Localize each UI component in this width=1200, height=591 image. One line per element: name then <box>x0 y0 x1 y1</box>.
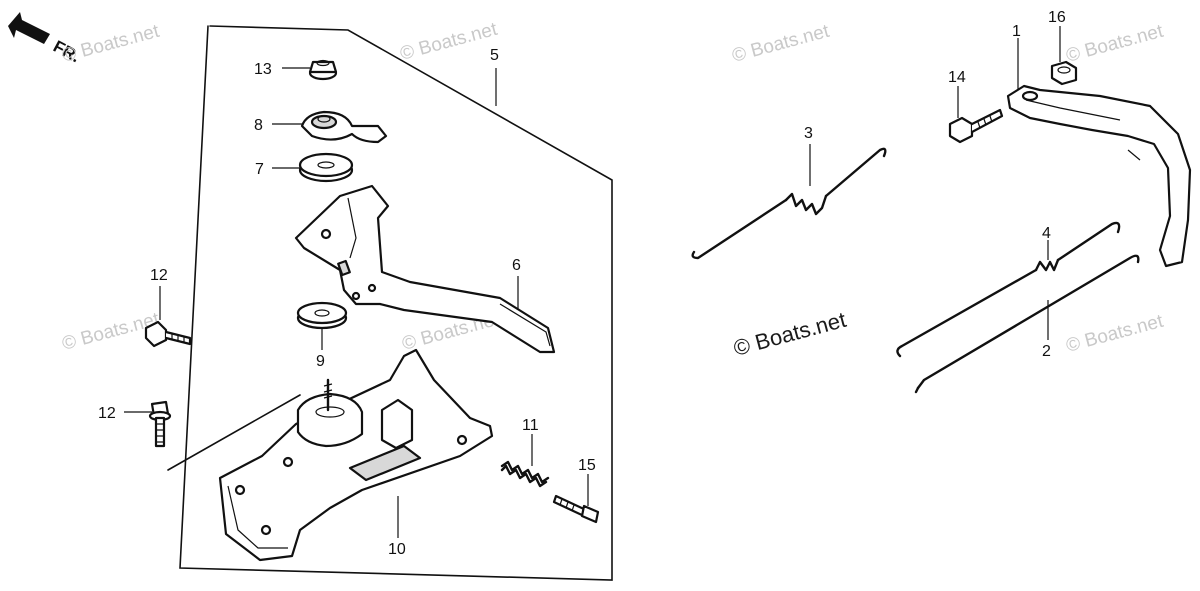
callout-11: 11 <box>522 417 539 434</box>
control-lever-6 <box>294 184 556 354</box>
callout-14: 14 <box>948 69 966 86</box>
screw-15 <box>552 494 600 524</box>
control-arm-1 <box>1006 84 1192 268</box>
callout-6: 6 <box>512 257 521 274</box>
center-watermark: © Boats.net <box>731 307 849 361</box>
spring-11 <box>500 460 550 488</box>
nut-16 <box>1050 60 1078 86</box>
callouts: 13 8 7 9 5 6 12 12 11 15 10 3 4 2 1 14 1… <box>98 9 1066 558</box>
assembly-frame <box>167 25 613 581</box>
callout-15: 15 <box>578 457 596 474</box>
leader-lines <box>124 26 1061 538</box>
bolt-12-upper <box>144 320 192 348</box>
callout-10: 10 <box>388 541 406 558</box>
watermark: © Boats.net <box>398 19 500 65</box>
callout-5: 5 <box>490 47 499 64</box>
callout-12-upper: 12 <box>150 267 168 284</box>
washer-7 <box>298 152 354 183</box>
watermark: © Boats.net <box>730 21 832 67</box>
watermark: © Boats.net <box>60 21 162 67</box>
callout-1: 1 <box>1012 23 1021 40</box>
base-plate-10 <box>218 348 494 562</box>
callout-8: 8 <box>254 117 263 134</box>
spring-4 <box>896 221 1121 358</box>
rod-2 <box>914 254 1140 394</box>
watermark: © Boats.net <box>1064 21 1166 67</box>
callout-16: 16 <box>1048 9 1066 26</box>
bolt-12-lower <box>148 400 172 448</box>
watermark: © Boats.net <box>1064 311 1166 357</box>
spring-3 <box>691 147 887 260</box>
callout-13: 13 <box>254 61 272 78</box>
callout-9: 9 <box>316 353 325 370</box>
plate-8 <box>300 110 388 144</box>
flange-nut-13 <box>308 59 338 81</box>
callout-12-lower: 12 <box>98 405 116 422</box>
callout-3: 3 <box>804 125 813 142</box>
callout-7: 7 <box>255 161 264 178</box>
bolt-14 <box>948 108 1004 144</box>
callout-2: 2 <box>1042 343 1051 360</box>
washer-9 <box>296 301 348 330</box>
callout-4: 4 <box>1042 225 1051 242</box>
